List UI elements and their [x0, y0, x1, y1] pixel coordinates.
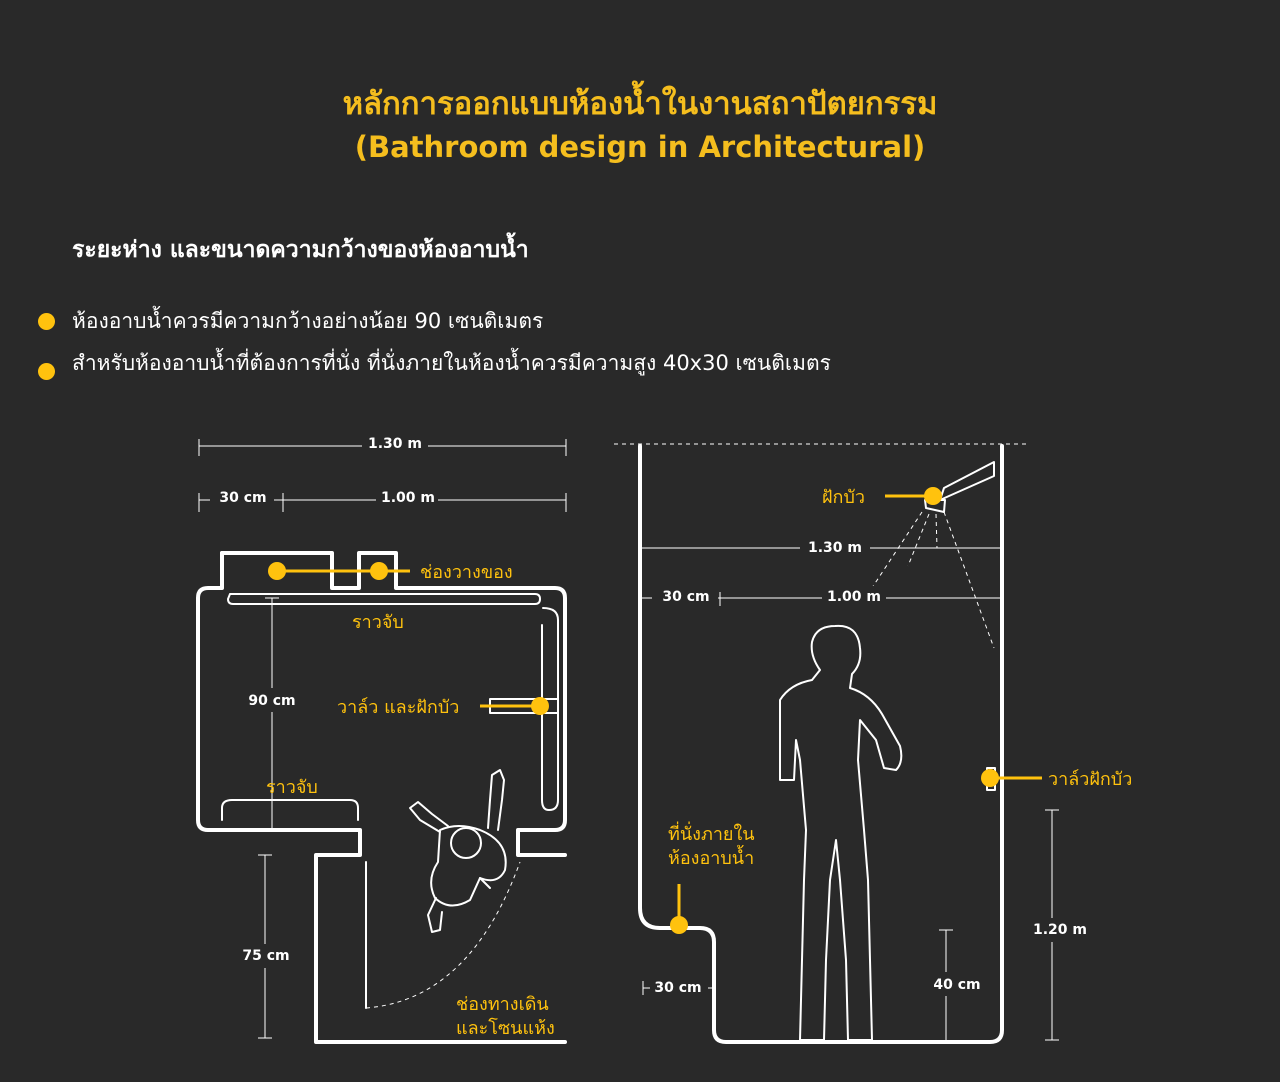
- plan-room-wall: [220, 551, 567, 857]
- plan-dim-depth-label: 90 cm: [248, 693, 295, 709]
- floor-plan: 1.30 m 30 cm 1.00 m 90 cm: [196, 434, 567, 1044]
- section-view: ฝักบัว 1.30 m 30 cm 1.00 m วาล์วฝักบัว: [614, 443, 1132, 1044]
- section-valve-label: วาล์วฝักบัว: [1048, 769, 1132, 790]
- plan-walkway-label-2: และโซนแห้ง: [456, 1017, 555, 1039]
- bullet-dot-icon: [38, 313, 55, 330]
- bullet-list: ห้องอาบน้ำควรมีความกว้างอย่างน้อย 90 เซน…: [36, 304, 831, 388]
- plan-rail-bottom-label: ราวจับ: [266, 777, 318, 798]
- plan-shelf-callout: ช่องวางของ: [268, 562, 513, 583]
- plan-dim-main-label: 1.00 m: [381, 490, 435, 506]
- plan-walkway-label-1: ช่องทางเดิน: [456, 994, 549, 1015]
- bullet-dot-icon: [38, 363, 55, 380]
- section-subtitle: ระยะห่าง และขนาดความกว้างของห้องอาบน้ำ: [72, 237, 529, 263]
- plan-dim-total-label: 1.30 m: [368, 436, 422, 452]
- plan-person-top-view: [409, 769, 507, 933]
- plan-rail-top: [227, 593, 541, 605]
- section-dim-height-label: 1.20 m: [1033, 922, 1087, 938]
- bullet-item: ห้องอาบน้ำควรมีความกว้างอย่างน้อย 90 เซน…: [36, 304, 831, 346]
- bullet-item: สำหรับห้องอาบน้ำที่ต้องการที่นั่ง ที่นั่…: [36, 346, 831, 388]
- plan-shelf-label: ช่องวางของ: [420, 562, 513, 583]
- section-dim-side-label: 30 cm: [662, 589, 709, 605]
- section-dim-split: 30 cm 1.00 m: [640, 586, 1002, 608]
- section-dim-main-label: 1.00 m: [827, 589, 881, 605]
- plan-valve-label: วาล์ว และฝักบัว: [337, 697, 459, 718]
- bullet-text: ห้องอาบน้ำควรมีความกว้างอย่างน้อย 90 เซน…: [72, 309, 544, 333]
- plan-valve-callout: วาล์ว และฝักบัว: [337, 697, 549, 718]
- page-title: หลักการออกแบบห้องน้ำในงานสถาปัตยกรรม: [342, 86, 938, 122]
- section-dim-total-label: 1.30 m: [808, 540, 862, 556]
- section-valve-callout: วาล์วฝักบัว: [981, 769, 1132, 790]
- section-shower-callout: ฝักบัว: [822, 487, 942, 508]
- section-seat-label-1: ที่นั่งภายใน: [668, 821, 755, 845]
- section-shower-label: ฝักบัว: [822, 487, 865, 508]
- section-dim-total: 1.30 m: [639, 536, 1003, 558]
- bullet-text: สำหรับห้องอาบน้ำที่ต้องการที่นั่ง ที่นั่…: [72, 351, 831, 375]
- plan-rail-right: [541, 607, 559, 811]
- plan-rail-top-label: ราวจับ: [352, 612, 404, 633]
- section-wall: [638, 444, 1004, 1044]
- standing-person-icon: [779, 624, 903, 1041]
- page-title-english: (Bathroom design in Architectural): [354, 130, 926, 164]
- plan-dim-entry-label: 75 cm: [242, 948, 289, 964]
- section-dim-seat-height-label: 40 cm: [933, 977, 980, 993]
- plan-dim-split: 30 cm 1.00 m: [198, 488, 567, 512]
- plan-door-swing: [365, 861, 521, 1009]
- section-seat-label-2: ห้องอาบน้ำ: [668, 845, 754, 869]
- plan-dim-total: 1.30 m: [198, 434, 567, 456]
- section-seat-callout: ที่นั่งภายใน ห้องอาบน้ำ: [668, 821, 755, 934]
- plan-rail-bottom: [221, 799, 359, 821]
- plan-dim-side-label: 30 cm: [219, 490, 266, 506]
- section-dim-seat-depth-label: 30 cm: [654, 980, 701, 996]
